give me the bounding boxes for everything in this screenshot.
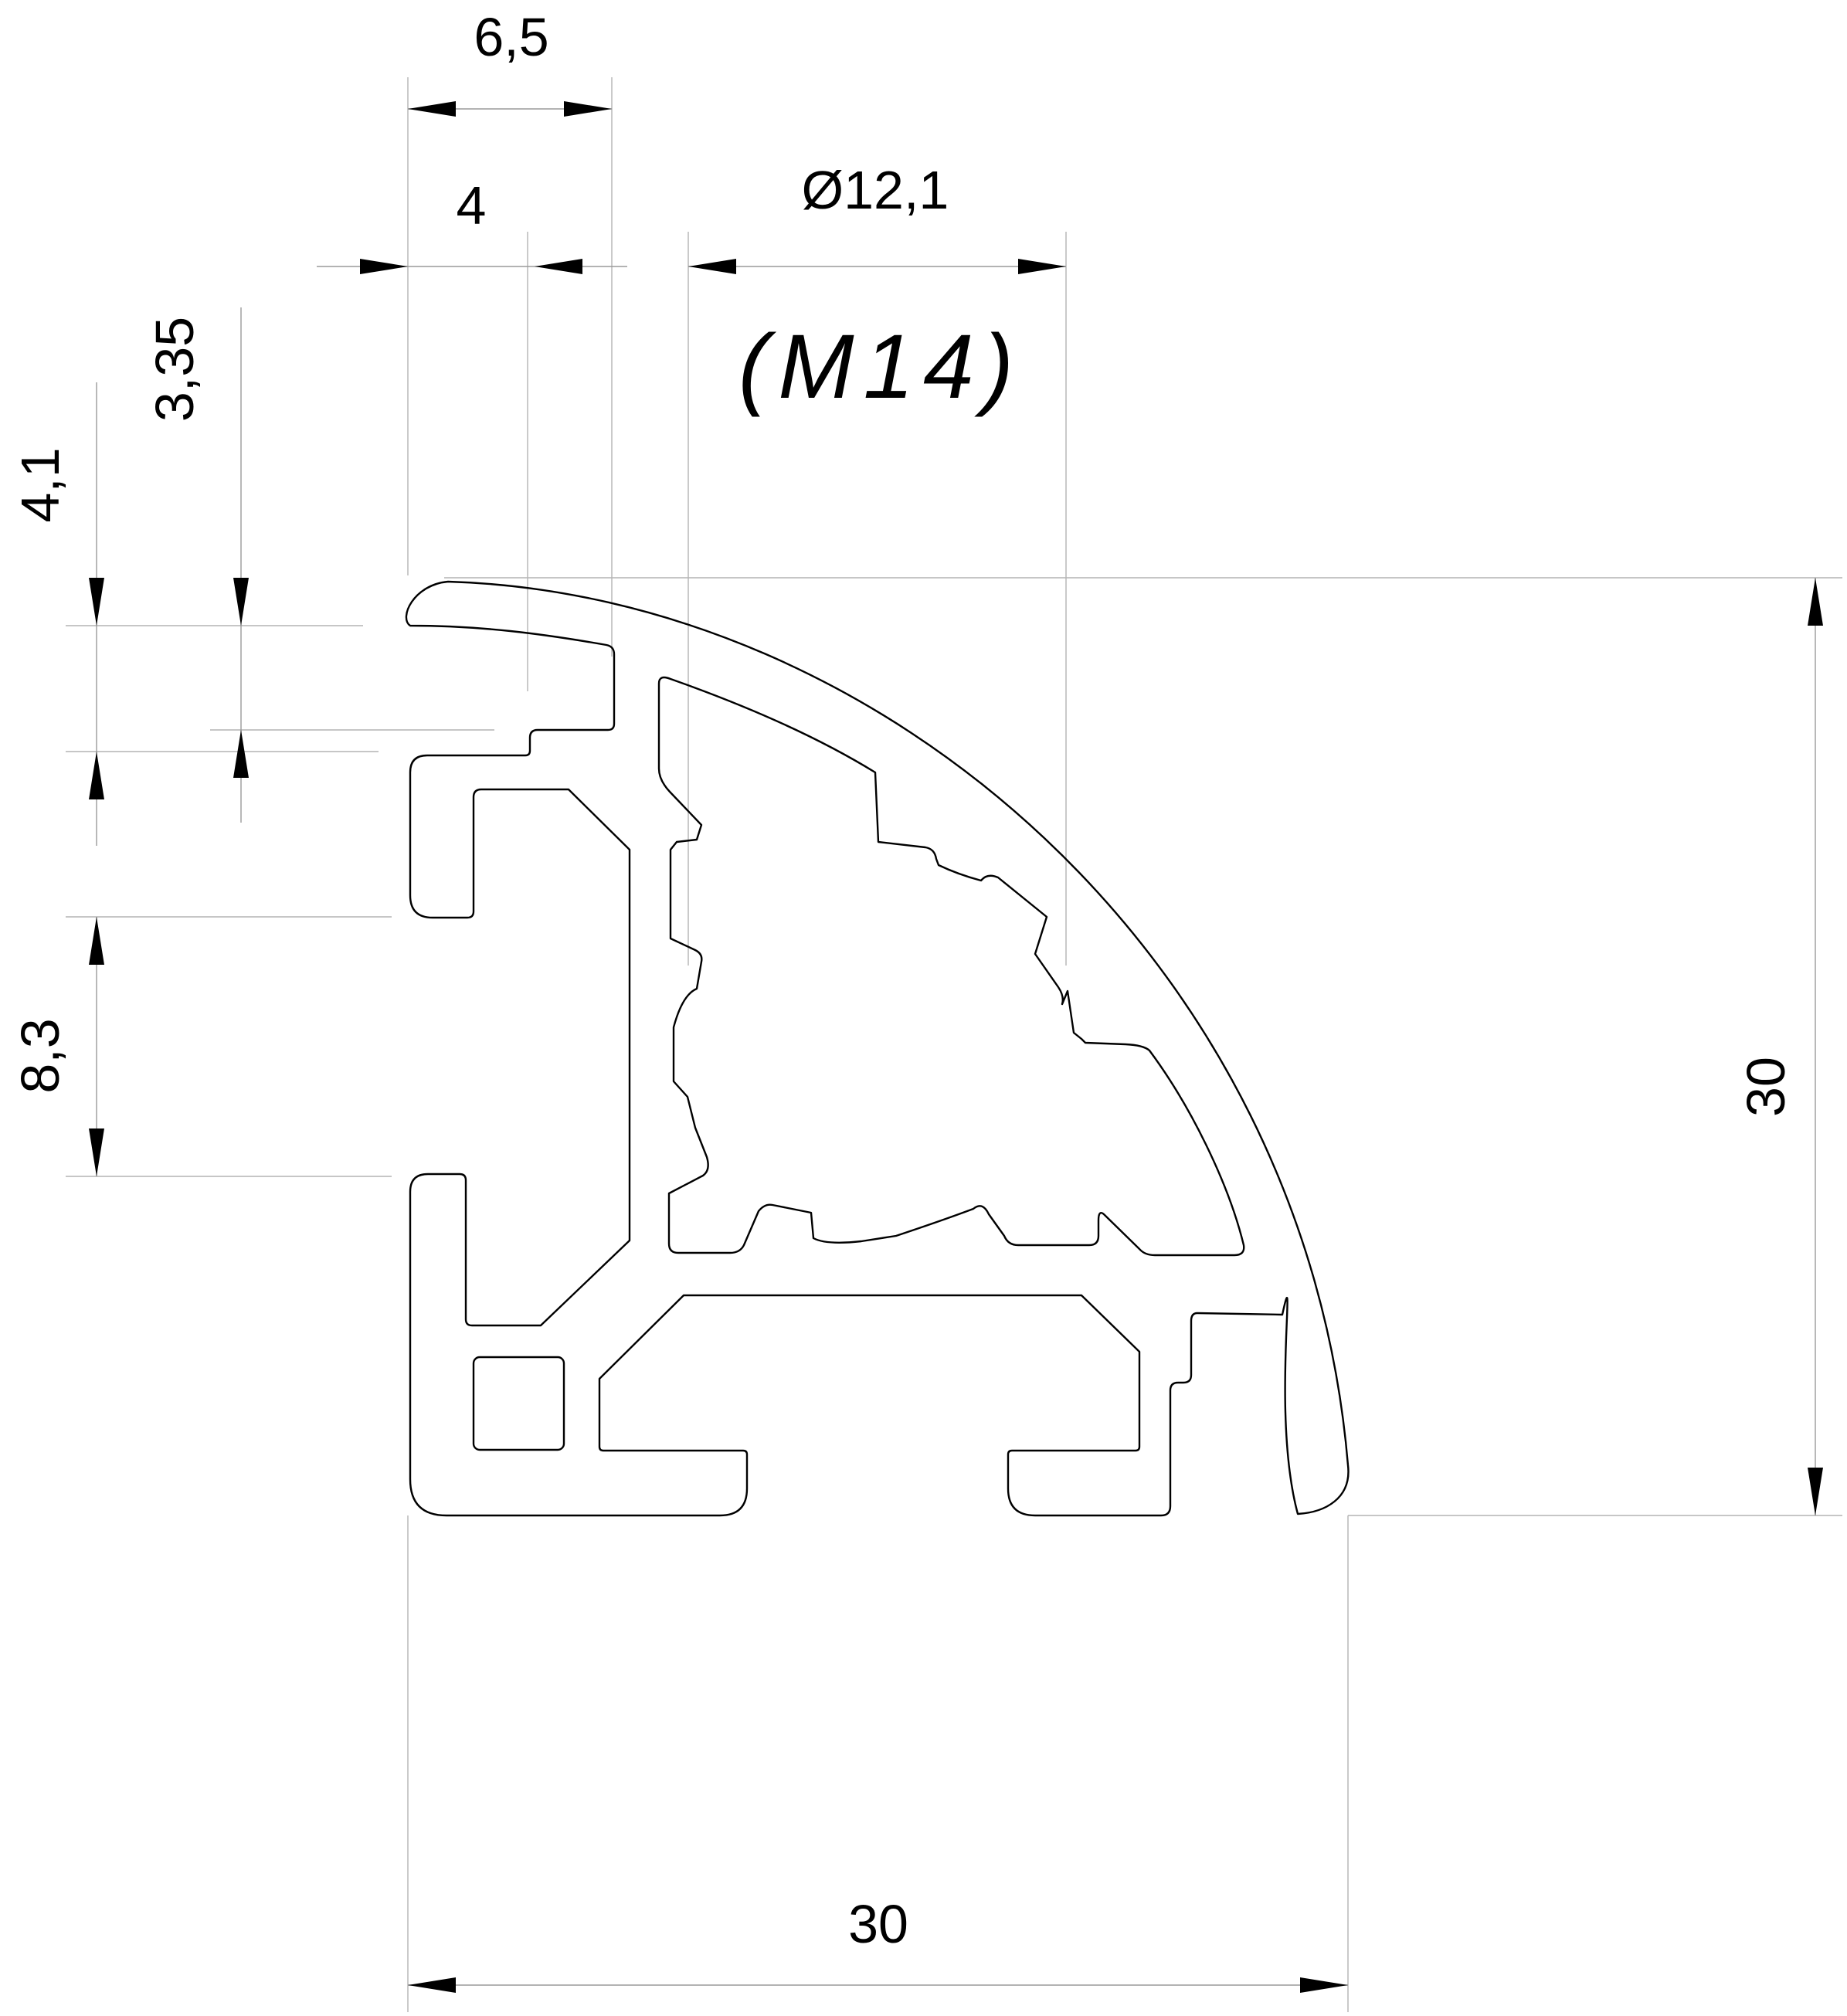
dimension-label-4: 4	[457, 175, 487, 236]
dimension-4-1: 4,1	[10, 382, 104, 846]
dimension-label-4-1: 4,1	[10, 447, 70, 522]
dimension-label-6-5: 6,5	[474, 7, 548, 67]
arrowhead	[535, 259, 582, 274]
dimension-label-bore: Ø12,1	[802, 160, 949, 220]
arrowhead	[688, 259, 736, 274]
arrowhead	[89, 1128, 104, 1176]
profile-core-cavity	[657, 676, 1245, 1257]
dimension-8-3: 8,3	[10, 917, 104, 1176]
dimension-4: 4	[317, 175, 627, 274]
arrowhead	[408, 1977, 456, 1993]
arrowhead	[1018, 259, 1066, 274]
dimension-label-height: 30	[1736, 1057, 1796, 1117]
arrowhead	[89, 917, 104, 965]
extension-lines	[66, 77, 1842, 2012]
arrowhead	[233, 578, 249, 626]
arrowhead	[89, 578, 104, 626]
arrowhead	[233, 730, 249, 778]
dimension-height-30: 30	[1736, 578, 1823, 1515]
profile-cross-section	[405, 580, 1350, 1517]
dimension-6-5: 6,5	[408, 7, 612, 117]
dimension-label-8-3: 8,3	[10, 1018, 70, 1093]
arrowhead	[1808, 1468, 1823, 1515]
dimension-3-35: 3,35	[144, 307, 249, 823]
arrowhead	[360, 259, 408, 274]
dimension-core-bore: Ø12,1	[688, 160, 1066, 274]
thread-label: (M14)	[738, 316, 1023, 418]
dimension-width-30: 30	[408, 1894, 1348, 1993]
arrowhead	[1300, 1977, 1348, 1993]
dimension-label-3-35: 3,35	[144, 317, 205, 422]
profile-outer-contour	[405, 580, 1350, 1517]
arrowhead	[408, 101, 456, 117]
arrowhead	[89, 752, 104, 799]
dimension-label-width: 30	[848, 1894, 908, 1954]
profile-square-cavity	[472, 1356, 565, 1451]
arrowhead	[564, 101, 612, 117]
arrowhead	[1808, 578, 1823, 626]
